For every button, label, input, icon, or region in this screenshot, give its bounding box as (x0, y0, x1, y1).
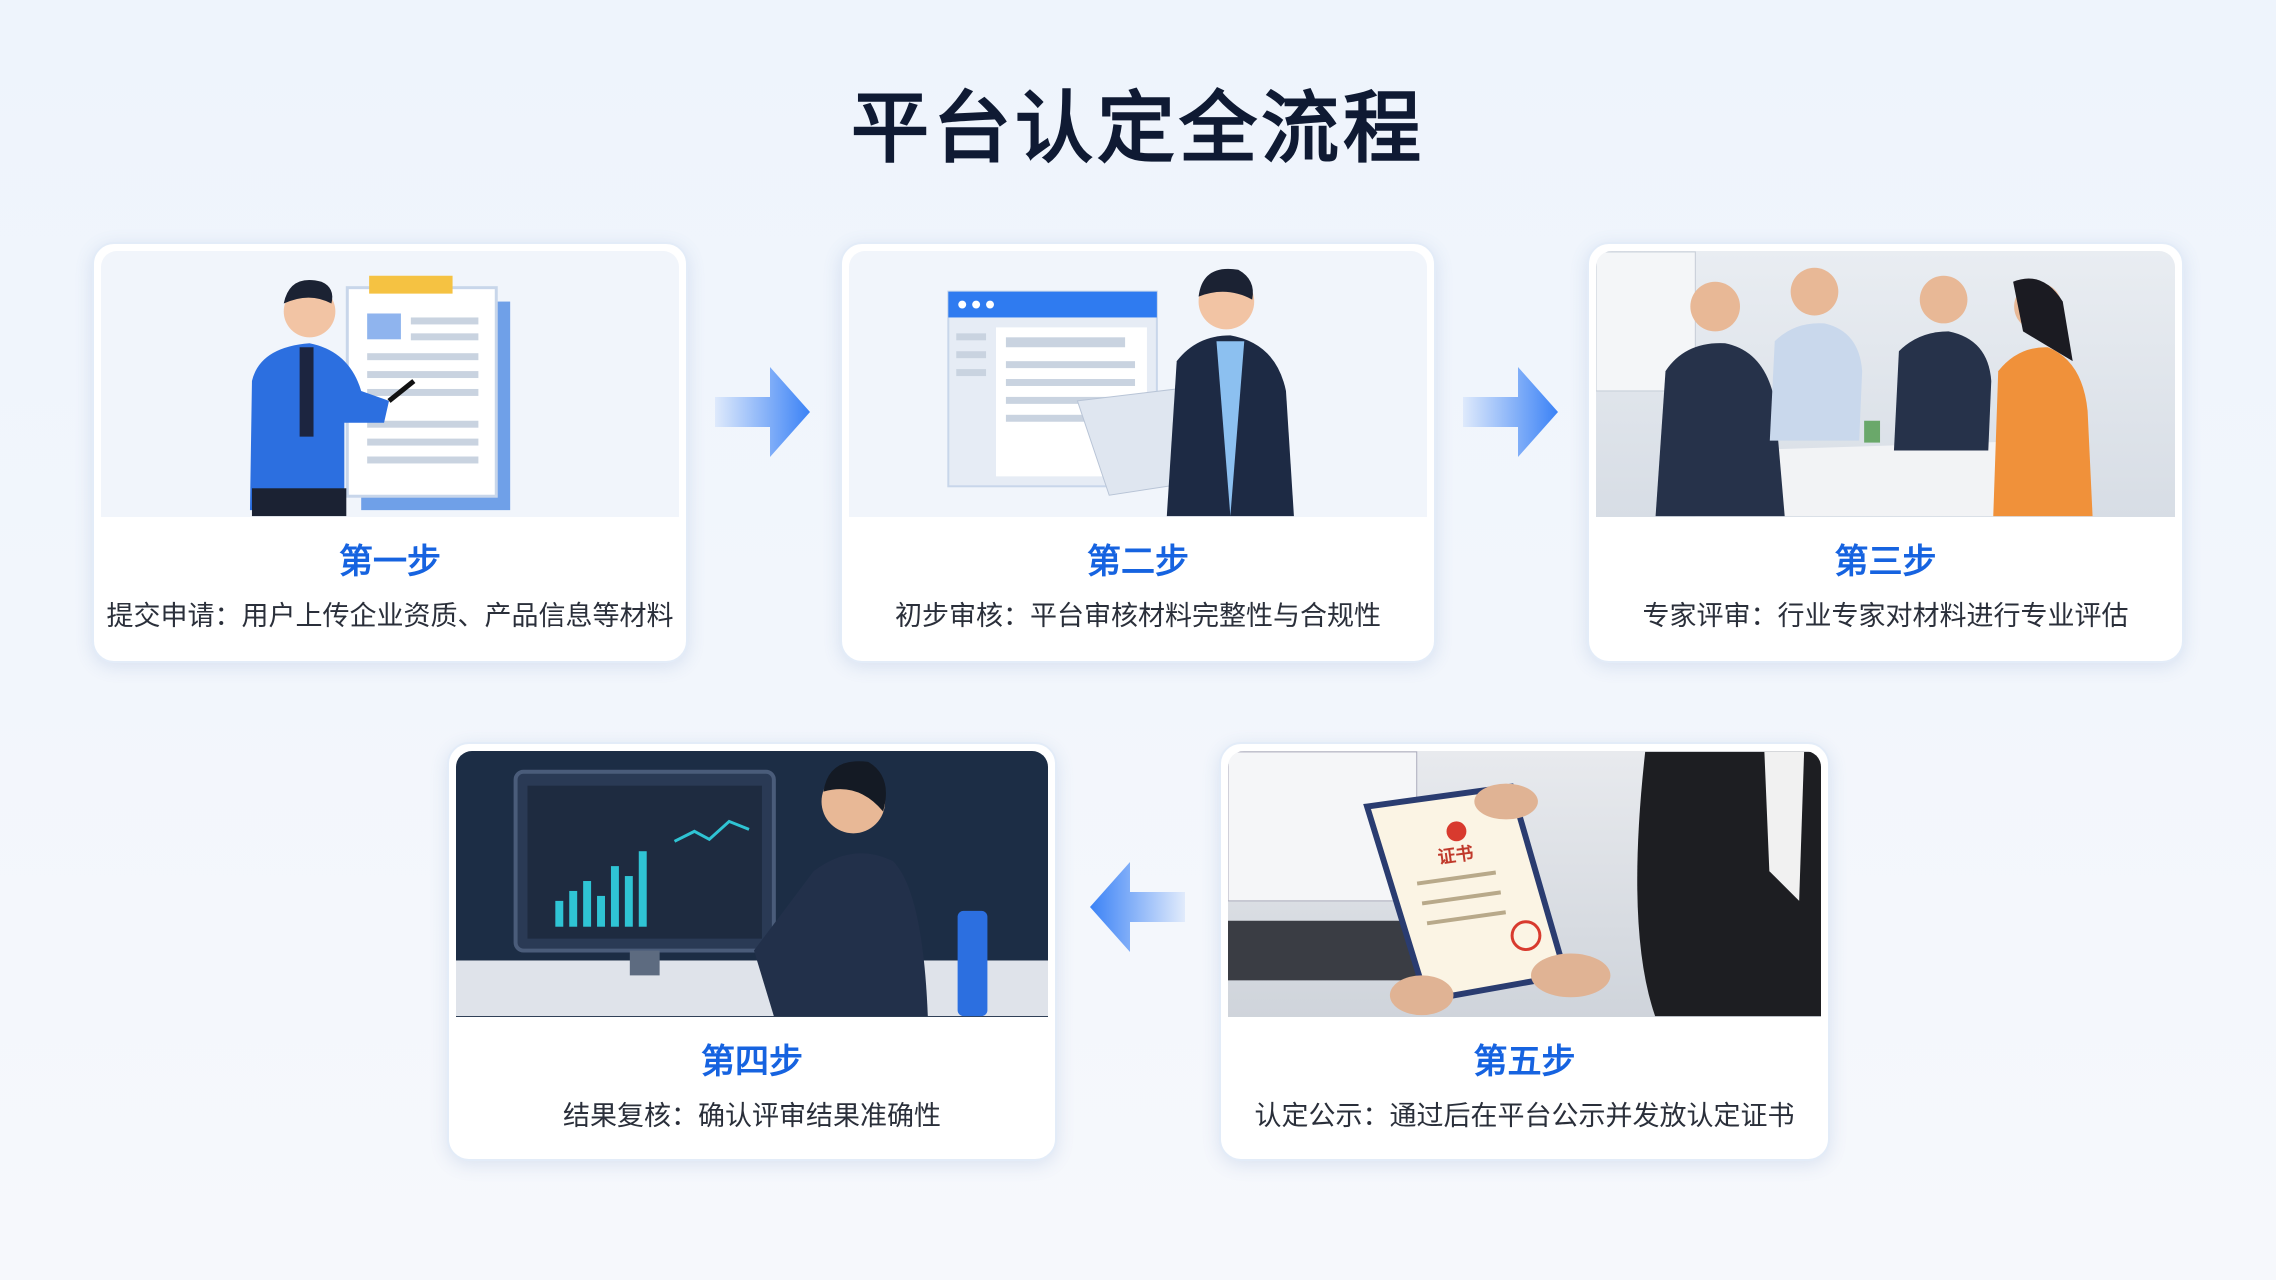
arrow-right-icon (1463, 367, 1558, 457)
person-reviewing-web-page-illustration (849, 251, 1427, 517)
step-description: 结果复核：确认评审结果准确性 (563, 1101, 941, 1132)
step-description: 专家评审：行业专家对材料进行专业评估 (1642, 601, 2129, 632)
arrow-left-icon (1090, 862, 1185, 952)
step-title: 第二步 (1087, 542, 1189, 582)
step-card-1: 第一步 提交申请：用户上传企业资质、产品信息等材料 (92, 242, 688, 663)
step-title: 第一步 (339, 542, 441, 582)
step-title: 第三步 (1834, 542, 1937, 582)
step-card-4: 第四步 结果复核：确认评审结果准确性 (447, 742, 1057, 1161)
step-card-3: 第三步 专家评审：行业专家对材料进行专业评估 (1587, 242, 2184, 663)
page-title: 平台认定全流程 (850, 84, 1425, 174)
step-title: 第五步 (1473, 1042, 1576, 1082)
step-description: 认定公示：通过后在平台公示并发放认定证书 (1254, 1101, 1795, 1132)
arrow-right-icon (715, 367, 810, 457)
analyst-at-dashboard-illustration (456, 751, 1048, 1017)
step-card-2: 第二步 初步审核：平台审核材料完整性与合规性 (840, 242, 1436, 663)
certificate-handover-photo: 证书 (1228, 751, 1821, 1017)
step-card-5: 证书 第五步 认定公示：通过后在平台公示并发放认定证书 (1219, 742, 1830, 1161)
step-title: 第四步 (701, 1042, 803, 1082)
certificate-text: 证书 (1437, 843, 1475, 869)
step-description: 提交申请：用户上传企业资质、产品信息等材料 (106, 601, 674, 632)
person-with-document-illustration (101, 251, 679, 517)
expert-meeting-photo (1596, 251, 2175, 517)
step-description: 初步审核：平台审核材料完整性与合规性 (895, 601, 1381, 632)
